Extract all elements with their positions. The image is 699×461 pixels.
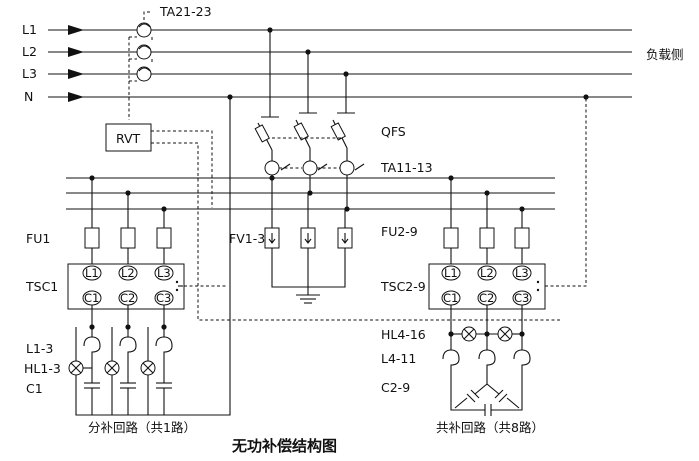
label-rvt: RVT: [116, 131, 141, 146]
tsc2-terminals: L1 L2 L3 C1 C2 C3: [441, 265, 532, 306]
label-fv: FV1-3: [229, 231, 265, 246]
branch-common: [428, 175, 546, 310]
fuse-icon: [156, 227, 172, 249]
label-hl1-3: HL1-3: [24, 361, 61, 376]
terminal-label: C1: [84, 291, 99, 305]
fuse-icon: [479, 227, 495, 249]
rvt-signal-line: [151, 142, 560, 321]
fuse-icon: [443, 227, 459, 249]
terminal-label: C1: [443, 291, 458, 305]
label-ta-mid: TA11-13: [380, 160, 433, 175]
arrow-icon: [68, 69, 84, 79]
caption-common: 共补回路（共8路）: [436, 420, 544, 435]
fuse-icon: [514, 227, 530, 249]
terminal-label: L3: [515, 266, 529, 280]
fuse-icon: [120, 227, 136, 249]
arrow-icon: [68, 25, 84, 35]
tsc1-terminals: L1 L2 L3 C1 C2 C3: [82, 265, 174, 306]
arrow-icon: [68, 47, 84, 57]
terminal-label: L1: [85, 266, 99, 280]
label-fu2: FU2-9: [381, 224, 418, 239]
capacitor-icon: [494, 389, 504, 399]
caption-split: 分补回路（共1路）: [88, 420, 196, 435]
terminal-label: L2: [480, 266, 494, 280]
label-load-side: 负载侧: [646, 47, 684, 62]
label-ct-top: TA21-23: [159, 4, 212, 19]
label-c2: C2-9: [381, 380, 410, 395]
surge-arrester-icon: [264, 178, 353, 304]
terminal-label: C2: [120, 291, 135, 305]
label-l1: L1: [22, 22, 37, 37]
capacitor-icon: [470, 389, 480, 399]
terminal-label: L1: [444, 266, 458, 280]
label-fu1: FU1: [26, 231, 50, 246]
label-l4: L4-11: [381, 351, 416, 366]
qfs-switch-icon: [254, 119, 348, 151]
split-compensation-circuit: [68, 94, 233, 416]
arrow-icon: [68, 92, 84, 102]
label-hl4: HL4-16: [381, 327, 426, 342]
qfs-feeders: [261, 27, 355, 118]
label-l3: L3: [22, 66, 37, 81]
label-c1: C1: [26, 381, 43, 396]
label-qfs: QFS: [381, 124, 406, 139]
diagram-title: 无功补偿结构图: [231, 437, 337, 455]
terminal-label: C3: [514, 291, 529, 305]
label-l1-3: L1-3: [26, 341, 53, 356]
label-tsc2: TSC2-9: [380, 279, 426, 294]
branch-split: [67, 175, 185, 310]
current-transformer-icon: [128, 11, 153, 120]
rvt-signal-line: [151, 130, 213, 208]
label-n: N: [24, 89, 33, 104]
terminal-label: C3: [156, 291, 171, 305]
common-compensation-circuit: [442, 305, 531, 416]
terminal-label: C2: [479, 291, 494, 305]
label-tsc1: TSC1: [25, 279, 58, 294]
terminal-label: L2: [121, 266, 135, 280]
terminal-label: L3: [157, 266, 171, 280]
fuse-icon: [84, 227, 100, 249]
control-signal-line: [545, 97, 587, 287]
rvt-box: [105, 123, 152, 152]
label-l2: L2: [22, 44, 37, 59]
